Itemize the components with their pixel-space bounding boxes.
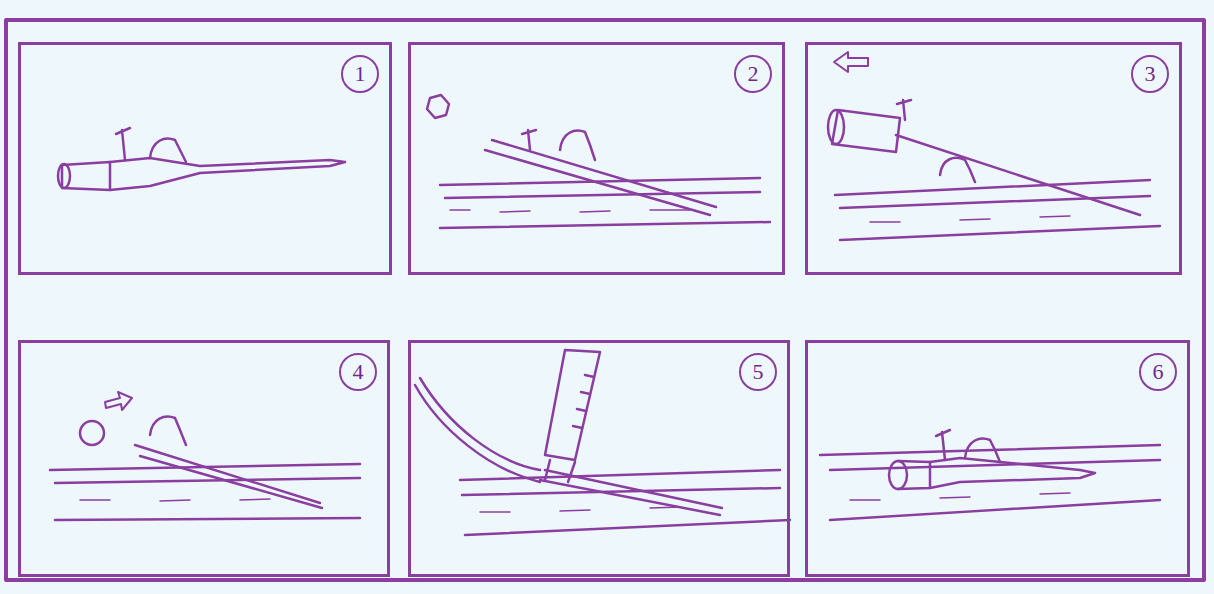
step-panel: 1 — [18, 42, 392, 275]
callout-number: 1 — [341, 55, 379, 93]
step-panel: 5 — [408, 340, 790, 577]
callout-number: 3 — [1131, 55, 1169, 93]
syringe-flush-figure — [415, 350, 790, 535]
needle-withdrawal-figure — [828, 52, 1160, 240]
secured-cannula-figure — [820, 430, 1160, 520]
step-panel: 4 — [18, 340, 390, 577]
step-panel: 3 — [805, 42, 1182, 275]
step-panel: 6 — [805, 340, 1190, 577]
step-panel: 2 — [408, 42, 785, 275]
outer-frame — [6, 20, 1204, 580]
callout-number: 6 — [1139, 353, 1177, 391]
callout-number: 4 — [339, 353, 377, 391]
callout-number: 2 — [734, 55, 772, 93]
insertion-figure — [427, 95, 770, 228]
cannula-advance-figure — [50, 392, 360, 520]
cannula-figure — [58, 128, 345, 190]
callout-number: 5 — [739, 353, 777, 391]
